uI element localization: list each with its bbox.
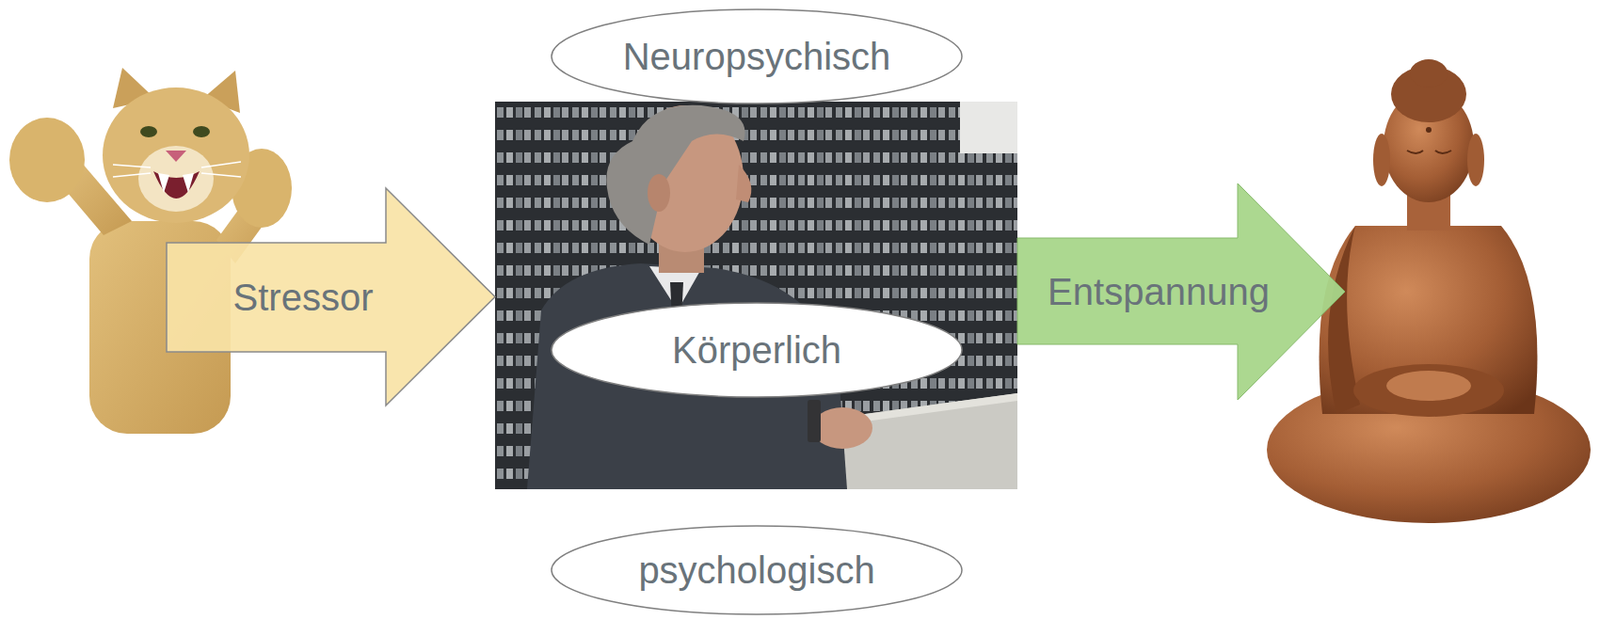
stressor-arrow: Stressor: [166, 188, 496, 406]
ellipse-shape: [551, 303, 962, 398]
text-group: psychologisch: [638, 548, 875, 592]
buddha-statue-part: [1425, 127, 1432, 133]
text-group: Neuropsychisch: [623, 34, 892, 79]
cat-mascot-part: [112, 161, 241, 177]
photo-man-part: [495, 101, 1018, 490]
photo-man-part: [647, 174, 671, 212]
cat-mascot-part: [165, 150, 187, 162]
text-group: Körperlich: [672, 328, 842, 372]
node-label: Stressor: [233, 275, 374, 320]
node-label: psychologisch: [638, 548, 875, 592]
ellipse-label: Neuropsychisch: [550, 8, 963, 105]
ellipse-label: psychologisch: [550, 525, 963, 616]
cat-mascot-part: [9, 117, 85, 203]
cat-mascot-part: [140, 126, 158, 138]
cat-mascot-part: [158, 173, 194, 193]
buddha-statue-part: [1353, 364, 1504, 417]
photo-man: [495, 101, 1018, 490]
cat-mascot-part: [153, 171, 200, 199]
buddha-statue-part: [1407, 150, 1452, 154]
cat-mascot-part: [192, 126, 210, 138]
ellipse-shape: [551, 526, 962, 615]
photo-man-part: [960, 101, 1018, 154]
buddha-statue-part: [1409, 59, 1448, 88]
arrow-shape: [1017, 183, 1345, 400]
ellipse-label: Körperlich: [550, 302, 963, 399]
node-label: Neuropsychisch: [623, 34, 892, 79]
ellipse-shape: [551, 9, 962, 104]
arrow-shape: [166, 188, 496, 406]
photo-man-part: [736, 164, 752, 203]
relaxation-arrow: Entspannung: [1017, 183, 1345, 400]
cat-mascot-part: [102, 87, 250, 224]
text-group: Entspannung: [1047, 270, 1270, 314]
buddha-statue-part: [1373, 133, 1391, 187]
buddha-statue-part: [1319, 225, 1538, 415]
cat-mascot-part: [138, 145, 214, 212]
photo-man-part: [807, 400, 821, 443]
node-label: Körperlich: [672, 328, 842, 372]
photo-man-part: [812, 407, 873, 449]
buddha-statue-part: [1386, 370, 1472, 401]
text-group: Stressor: [233, 275, 374, 320]
node-label: Entspannung: [1047, 270, 1270, 314]
buddha-statue-part: [1467, 133, 1485, 187]
photo-man-part: [606, 105, 745, 245]
